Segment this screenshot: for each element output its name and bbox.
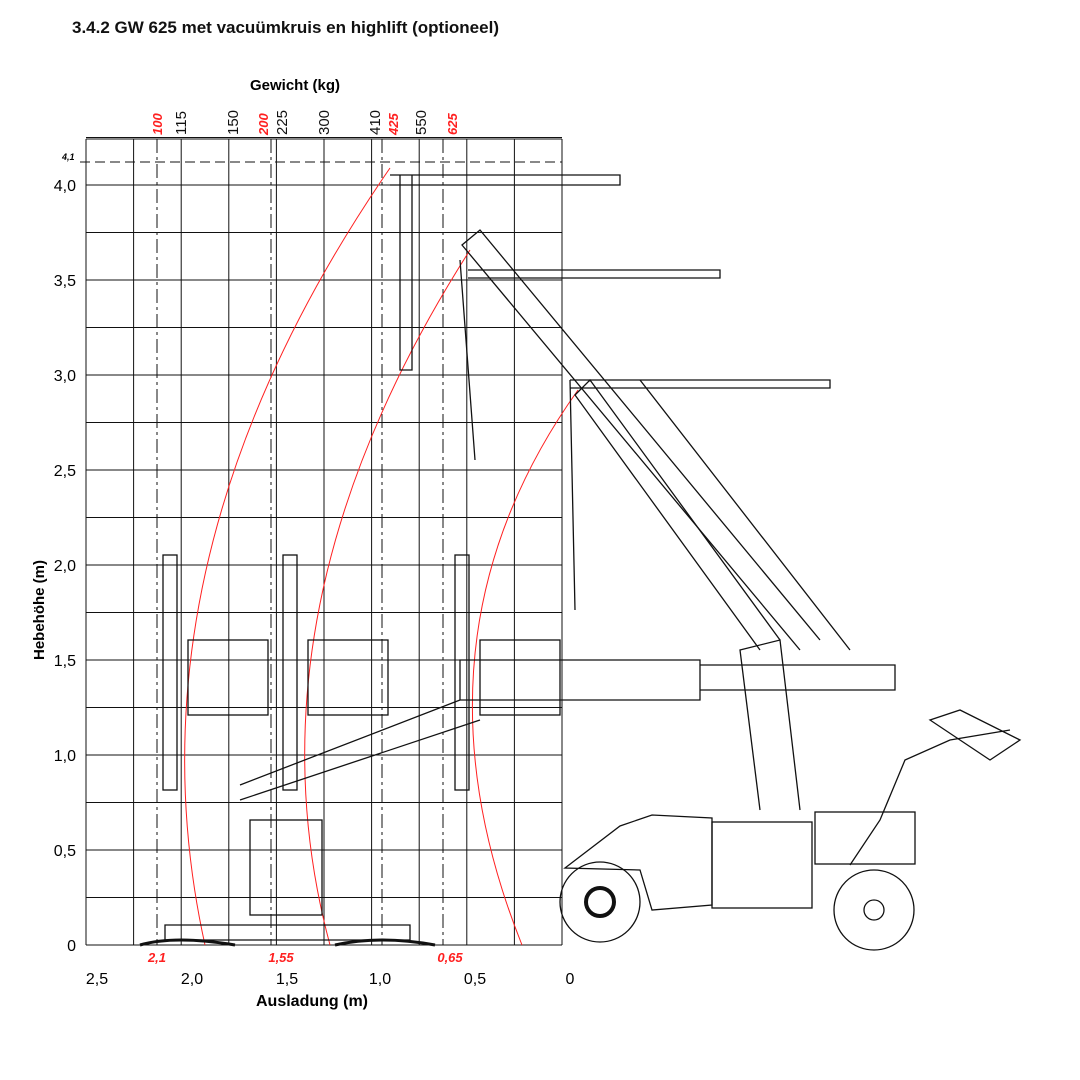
x-axis-tick: 0	[566, 971, 575, 988]
load-arc	[304, 249, 471, 946]
x-axis-tick: 2,0	[181, 971, 203, 988]
wheel-front	[559, 861, 641, 943]
y-axis-tick: 1,5	[54, 653, 76, 670]
top-axis-tick: 410	[367, 110, 384, 135]
x-axis-tick: 1,0	[369, 971, 391, 988]
battery-box	[711, 821, 813, 909]
boom-lowered	[239, 699, 481, 801]
y-axis-tick: 0,5	[54, 843, 76, 860]
y-axis-tick: 3,5	[54, 273, 76, 290]
x-axis-tick: 1,5	[276, 971, 298, 988]
vacuum-cross-vertical	[454, 554, 470, 791]
top-axis-tick: 550	[413, 110, 430, 135]
y-axis-tick: 0	[67, 938, 76, 955]
top-axis-tick: 100	[150, 113, 165, 135]
x-axis-label: Ausladung (m)	[256, 993, 368, 1010]
section-title: 3.4.2 GW 625 met vacuümkruis en highlift…	[72, 18, 499, 37]
y-axis-tick: 2,5	[54, 463, 76, 480]
control-box	[814, 811, 916, 865]
wheel-hub	[584, 886, 616, 918]
vacuum-cross-mid	[569, 379, 831, 611]
top-axis-tick: 150	[225, 110, 242, 135]
y-axis-tick: 3,0	[54, 368, 76, 385]
x-axis-marker: 1,55	[268, 950, 294, 965]
wheel-hub	[863, 899, 885, 921]
boom-extension	[459, 659, 701, 701]
mast	[739, 639, 801, 811]
wheel-rear	[833, 869, 915, 951]
top-axis-tick: 625	[445, 113, 460, 135]
top-axis-tick: 300	[316, 110, 333, 135]
vacuum-head	[187, 639, 269, 716]
x-axis-tick: 0,5	[464, 971, 486, 988]
vacuum-cross-vertical	[162, 554, 178, 791]
y-axis-marker: 4,1	[61, 152, 75, 162]
boom-raised	[574, 379, 851, 651]
vacuum-head	[307, 639, 389, 716]
suction-pads	[139, 938, 436, 947]
vacuum-cross-vertical	[282, 554, 298, 791]
y-axis-tick: 4,0	[54, 178, 76, 195]
top-axis-tick: 115	[173, 111, 190, 135]
x-axis-marker: 2,1	[147, 950, 166, 965]
top-axis-label: Gewicht (kg)	[250, 77, 340, 94]
top-axis-tick: 225	[274, 110, 291, 135]
boom-highlift	[461, 229, 821, 651]
vacuum-cross-upper	[459, 259, 721, 461]
vacuum-head	[479, 639, 561, 716]
x-axis-tick: 2,5	[86, 971, 108, 988]
x-axis-marker: 0,65	[437, 950, 463, 965]
y-axis-tick: 1,0	[54, 748, 76, 765]
boom-horizontal	[700, 664, 896, 691]
y-axis-label: Hebehöhe (m)	[31, 560, 48, 660]
top-axis-tick: 200	[256, 113, 271, 136]
tiller-grip	[928, 709, 1022, 761]
tiller-handle	[849, 729, 1011, 866]
vacuum-head-lowered	[249, 819, 323, 916]
y-axis-tick: 2,0	[54, 558, 76, 575]
top-axis-tick: 425	[386, 113, 401, 136]
load-arc	[184, 167, 391, 946]
load-arc	[471, 389, 579, 946]
vacuum-cross-top	[390, 174, 621, 371]
